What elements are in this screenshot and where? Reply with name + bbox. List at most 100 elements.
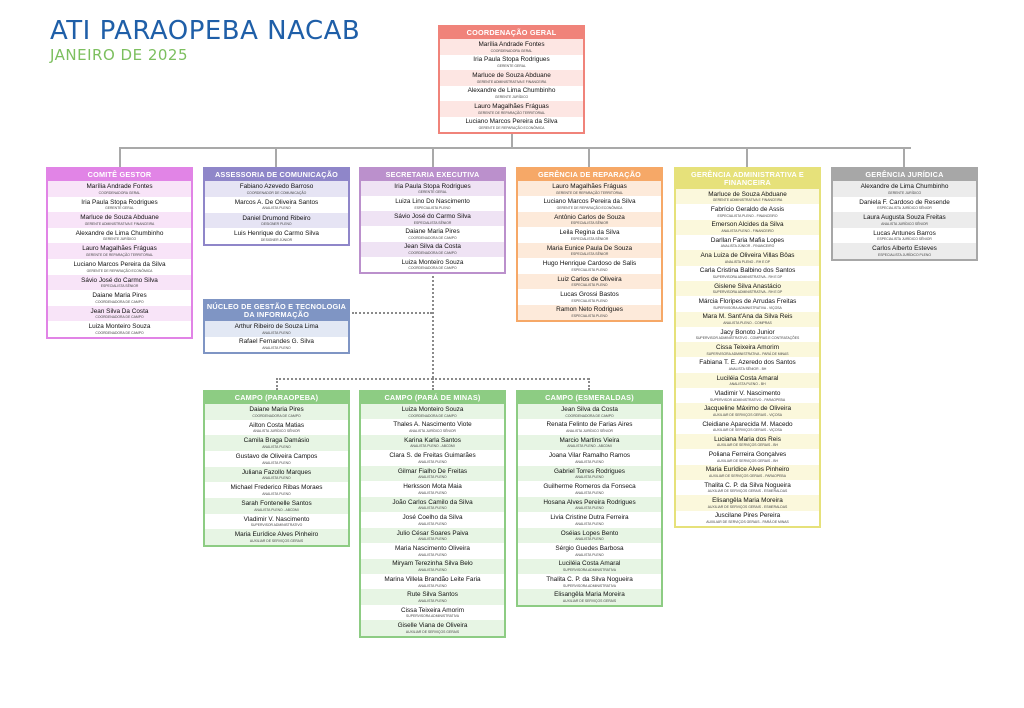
person-name: Lauro Magalhães Fráguas: [82, 245, 157, 253]
person-name: Marcio Martins Vieira: [559, 436, 620, 444]
person-role: ANALISTA PLENO: [418, 459, 447, 464]
person-name: Daiane Maria Pires: [405, 228, 460, 236]
dotted-drop-esmeraldas: [588, 378, 590, 390]
person-role: ESPECIALISTA SÊNIOR: [570, 236, 609, 241]
person-role: ESPECIALISTA SÊNIOR: [100, 284, 139, 289]
person-role: GERENTE JURÍDICO: [887, 190, 922, 195]
person-name: Juliana Fazollo Marques: [241, 468, 312, 476]
person-role: DESIGNER JÚNIOR: [260, 237, 293, 242]
person-role: ANALISTA PLENO: [418, 568, 447, 573]
person-role: GERENTE GERAL: [497, 64, 526, 69]
person-name: Luciano Marcos Pereira da Silva: [543, 198, 636, 206]
person-name: Luciano Marcos Pereira da Silva: [73, 260, 166, 268]
person-name: Ana Luiza de Oliveira Villas Bôas: [700, 252, 795, 260]
person-role: ANALISTA JURÍDICO SÊNIOR: [881, 221, 928, 226]
person-role: AUXILIAR DE SERVIÇOS GERAIS - VIÇOSA: [712, 412, 783, 417]
person-role: SUPERVISORA ADMINISTRATIVA: [563, 568, 616, 573]
person-role: AUXILIAR DE SERVIÇOS GERAIS - BH: [717, 443, 778, 448]
person-role: ESPECIALISTA PLENO: [414, 205, 451, 210]
page-title: ATI PARAOPEBA NACAB: [50, 16, 361, 46]
person-role: COORDENADORA DE CAMPO: [95, 315, 144, 320]
person-name: Poliana Ferreira Gonçalves: [708, 451, 787, 459]
person-name: Luciana Maria dos Reis: [714, 435, 781, 443]
person-role: AUXILIAR DE SERVIÇOS GERAIS - ESMERALDAS: [707, 504, 788, 509]
person-name: Ailton Costa Matias: [248, 421, 305, 429]
person-role: AUXILIAR DE SERVIÇOS GERAIS: [249, 538, 304, 543]
person-name: Michael Frederico Ribas Moraes: [230, 484, 323, 492]
person-name: Alexandre de Lima Chumbinho: [860, 183, 949, 190]
dotted-connector-nucleo: [352, 312, 432, 314]
person-name: Mara M. Sant'Ana da Silva Reis: [702, 313, 793, 321]
person-role: SUPERVISORA ADMINISTRATIVA - VIÇOSA: [713, 305, 782, 310]
person-name: Sávio José do Carmo Silva: [394, 213, 471, 221]
person-name: Lauro Magalhães Fráguas: [474, 102, 549, 110]
person-name: Renata Felinto de Farias Aires: [546, 421, 633, 429]
person-name: Cissa Teixeira Amorim: [400, 606, 465, 614]
person-role: GERENTE GERAL: [418, 190, 447, 195]
person-name: Camila Braga Damásio: [243, 437, 310, 445]
person-role: ESPECIALISTA PLENO - FINANCEIRO: [717, 213, 778, 218]
person-role: ANALISTA PLENO: [575, 521, 604, 526]
person-name: Lucas Antunes Barros: [873, 229, 936, 237]
person-name: Marina Villela Brandão Leite Faria: [384, 575, 481, 583]
person-name: Livia Cristine Dutra Ferreira: [550, 514, 629, 522]
person-role: ANALISTA PLENO: [575, 459, 604, 464]
box-title: ASSESSORIA DE COMUNICAÇÃO: [205, 169, 348, 181]
person-name: Jean Silva da Costa: [404, 243, 461, 251]
box-nucleo-gestao-ti: NÚCLEO DE GESTÃO E TECNOLOGIA DA INFORMA…: [203, 299, 350, 354]
person-role: ESPECIALISTA PLENO: [571, 298, 608, 303]
person-name: Thales A. Nascimento Viote: [393, 421, 472, 429]
person-name: Leila Regina da Silva: [559, 229, 620, 237]
box-title: GERÊNCIA JURÍDICA: [833, 169, 976, 181]
person-role: ANALISTA PLENO: [262, 206, 291, 211]
person-name: João Carlos Camilo da Silva: [392, 498, 473, 506]
person-name: Marluce de Souza Abduane: [472, 71, 551, 79]
person-role: ANALISTA PLENO: [575, 490, 604, 495]
person-name: Iria Paula Stopa Rodrigues: [81, 198, 158, 206]
person-role: ANALISTA PLENO: [262, 491, 291, 496]
person-role: AUXILIAR DE SERVIÇOS GERAIS - BH: [717, 458, 778, 463]
person-name: Carlos Alberto Esteves: [872, 245, 937, 253]
person-role: ANALISTA PLENO - FINANCEIRO: [721, 229, 774, 234]
person-name: Guilherme Romeros da Fonseca: [543, 483, 636, 491]
person-name: Gabriel Torres Rodrigues: [554, 467, 625, 475]
person-role: AUXILIAR DE SERVIÇOS GERAIS: [562, 598, 617, 603]
person-name: Luis Henrique do Carmo Silva: [234, 230, 319, 238]
person-role: ANALISTA PLENO - ABCDMI: [410, 444, 455, 449]
